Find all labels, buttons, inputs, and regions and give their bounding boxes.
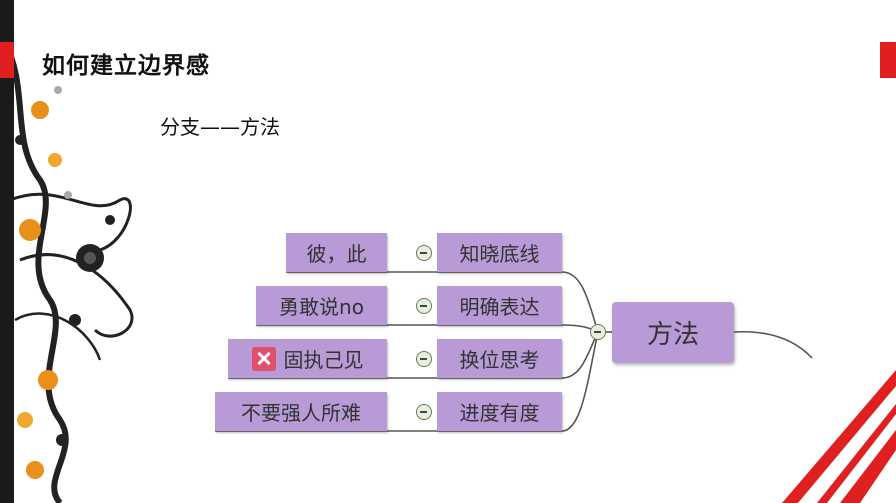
sub-node[interactable]: 彼，此 [286, 233, 387, 272]
collapse-toggle-central[interactable] [590, 324, 606, 340]
method-node-label: 明确表达 [459, 295, 540, 319]
collapse-toggle[interactable] [416, 245, 432, 261]
accent-tab-left [0, 42, 14, 78]
central-node[interactable]: 方法 [612, 302, 734, 363]
sub-node[interactable]: 勇敢说no [256, 286, 387, 325]
floral-decoration [0, 0, 134, 503]
sub-node-label: 不要强人所难 [241, 401, 361, 425]
method-node[interactable]: 进度有度 [437, 392, 562, 431]
central-node-label: 方法 [646, 320, 699, 350]
sub-node-label: 勇敢说no [279, 295, 364, 319]
corner-stripes [782, 370, 896, 503]
sub-node-label: 彼，此 [306, 242, 367, 266]
sub-node-label: 固执己见 [283, 348, 364, 372]
method-node-label: 进度有度 [459, 401, 540, 425]
sub-node[interactable]: 不要强人所难 [215, 392, 387, 431]
method-node-label: 知晓底线 [459, 242, 540, 266]
method-node[interactable]: 明确表达 [437, 286, 562, 325]
method-node[interactable]: 知晓底线 [437, 233, 562, 272]
accent-tab-right [880, 42, 896, 78]
collapse-toggle[interactable] [416, 404, 432, 420]
method-node[interactable]: 换位思考 [437, 339, 562, 378]
slide-title: 如何建立边界感 [42, 53, 210, 79]
collapse-toggle[interactable] [416, 351, 432, 367]
slide-subtitle: 分支——方法 [160, 115, 280, 139]
sub-node[interactable]: 固执己见 [228, 339, 387, 378]
collapse-toggle[interactable] [416, 298, 432, 314]
method-node-label: 换位思考 [459, 348, 540, 372]
x-mark-icon [251, 346, 276, 371]
